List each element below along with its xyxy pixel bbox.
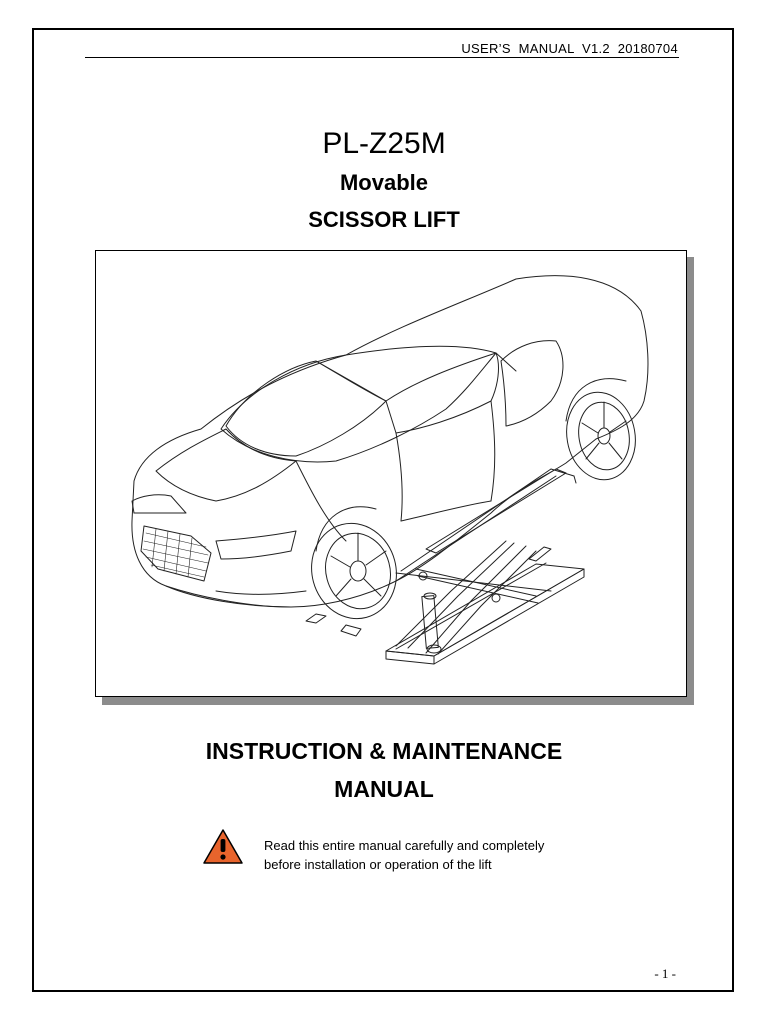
- rear-wheel: [565, 378, 636, 481]
- page-border: [32, 28, 734, 992]
- lift-base: [385, 562, 585, 665]
- page-number: - 1 -: [654, 966, 676, 981]
- manual-version-header: USER’S MANUAL V1.2 20180704: [461, 41, 678, 56]
- illustration-frame: [95, 250, 687, 697]
- notice-line2: before installation or operation of the …: [264, 857, 492, 872]
- car-on-scissor-lift-illustration: [131, 275, 649, 665]
- main-title-line2: MANUAL: [334, 776, 434, 802]
- car-body: [131, 275, 649, 608]
- scissor-arms: [395, 540, 552, 655]
- model-title: PL-Z25M: [322, 127, 446, 160]
- front-wheel: [311, 506, 397, 620]
- main-title-line1: INSTRUCTION & MAINTENANCE: [205, 738, 563, 764]
- subtitle-movable: Movable: [339, 170, 429, 195]
- header-rule: [85, 57, 679, 58]
- warning-icon: [203, 829, 243, 864]
- subtitle-scissor-lift: SCISSOR LIFT: [308, 207, 460, 232]
- notice-line1: Read this entire manual carefully and co…: [264, 838, 545, 853]
- notice-text: Read this entire manual carefully and co…: [264, 836, 544, 874]
